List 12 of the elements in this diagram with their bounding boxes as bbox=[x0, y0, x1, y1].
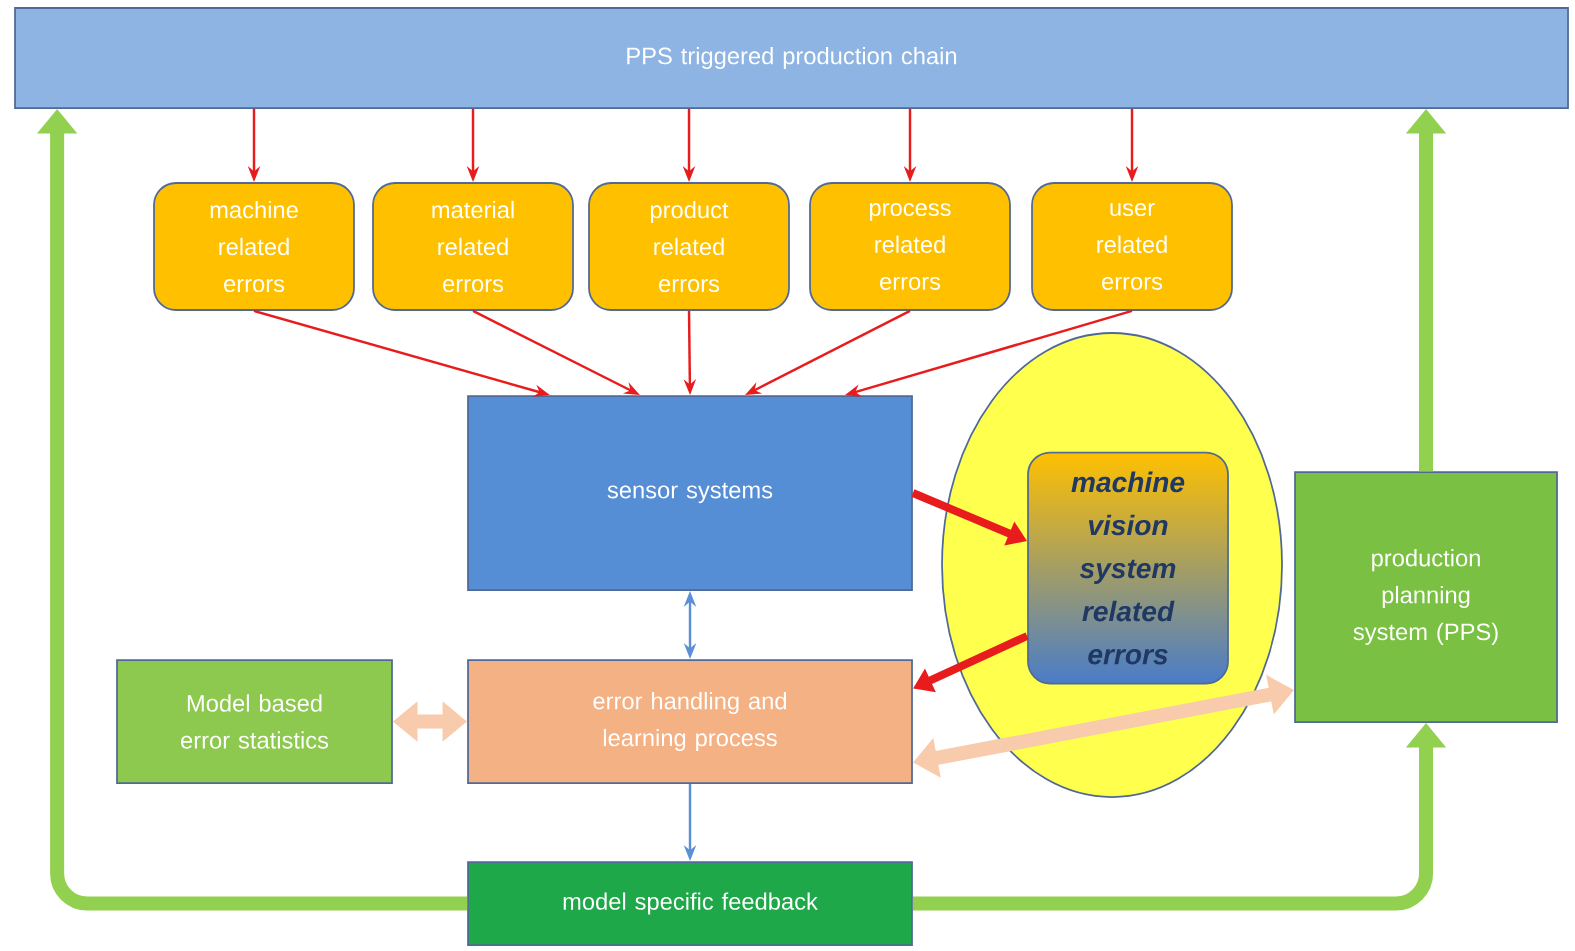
process-box: Model based error statistics bbox=[116, 659, 393, 784]
process-box: production planning system (PPS) bbox=[1294, 471, 1558, 723]
process-box: model specific feedback bbox=[467, 861, 913, 946]
error-box: machine related errors bbox=[153, 182, 355, 311]
error-box: product related errors bbox=[588, 182, 790, 311]
error-box: material related errors bbox=[372, 182, 574, 311]
process-box: error handling and learning process bbox=[467, 659, 913, 784]
error-box: process related errors bbox=[809, 182, 1011, 311]
banner-bar: PPS triggered production chain bbox=[14, 7, 1569, 109]
error-box: machine vision system related errors bbox=[1027, 451, 1229, 685]
process-box: sensor systems bbox=[467, 395, 913, 591]
error-box: user related errors bbox=[1031, 182, 1233, 311]
